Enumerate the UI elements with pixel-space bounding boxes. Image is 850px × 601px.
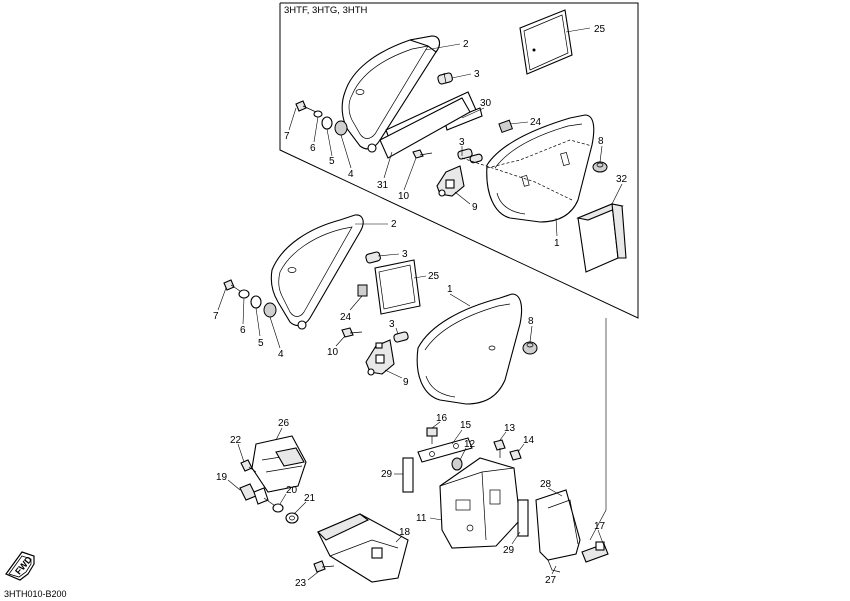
callout-15: 15 — [460, 420, 472, 431]
callout-11: 11 — [416, 513, 427, 524]
part-26-tool-bag — [251, 435, 307, 493]
hardware-stack-inset — [295, 100, 348, 136]
callout-22: 22 — [230, 435, 242, 446]
part-9-latch — [365, 339, 395, 376]
part-17-clip — [581, 541, 609, 563]
callout-29-b: 29 — [503, 545, 515, 556]
callout-5-inset: 5 — [329, 156, 335, 167]
callout-17: 17 — [594, 521, 606, 532]
callout-18: 18 — [399, 527, 411, 538]
part-10-bolt-inset — [412, 149, 433, 159]
callout-9: 9 — [403, 377, 409, 388]
leader-lines — [217, 27, 623, 581]
callout-10-inset: 10 — [398, 191, 410, 202]
callout-16: 16 — [436, 413, 448, 424]
hardware-stack — [223, 279, 277, 318]
part-2-side-cover-inset — [341, 35, 441, 153]
callout-1: 1 — [447, 284, 453, 295]
part-25-plate — [374, 259, 421, 315]
callout-2-inset: 2 — [463, 39, 469, 50]
part-22-bolt — [240, 459, 257, 473]
callout-24: 24 — [340, 312, 352, 323]
callout-25: 25 — [428, 271, 440, 282]
part-9-latch-inset — [436, 165, 465, 197]
callout-3-b: 3 — [389, 319, 395, 330]
part-29-plate-a — [402, 457, 414, 493]
part-8-grommet — [522, 341, 538, 355]
callout-24-inset: 24 — [530, 117, 542, 128]
callout-25-inset: 25 — [594, 24, 606, 35]
callout-7-inset: 7 — [284, 131, 290, 142]
part-8-grommet-inset — [592, 161, 608, 173]
inset-header: 3HTF, 3HTG, 3HTH — [284, 5, 368, 16]
figure-code: 3HTH010-B200 — [4, 589, 67, 599]
part-27-plate — [547, 559, 561, 573]
connector-line — [589, 318, 607, 541]
part-3-grommet-b — [393, 331, 409, 343]
callout-23: 23 — [295, 578, 307, 589]
part-14-nut — [509, 449, 522, 461]
callout-5: 5 — [258, 338, 264, 349]
part-2-side-cover — [270, 214, 364, 330]
callout-12: 12 — [464, 439, 476, 450]
callout-1-inset: 1 — [554, 238, 560, 249]
callout-30: 30 — [480, 98, 492, 109]
callout-26: 26 — [278, 418, 290, 429]
part-13-bolt — [493, 439, 506, 458]
callout-3-inset-b: 3 — [459, 137, 465, 148]
callout-4-inset: 4 — [348, 169, 354, 180]
callout-19: 19 — [216, 472, 228, 483]
callout-31: 31 — [377, 180, 389, 191]
part-1-side-cover-inset — [486, 114, 595, 223]
callout-10: 10 — [327, 347, 339, 358]
callout-3-inset-a: 3 — [474, 69, 480, 80]
part-10-bolt — [341, 327, 363, 338]
part-24-strap — [357, 284, 368, 297]
callout-27: 27 — [545, 575, 557, 586]
part-18-tray — [317, 513, 409, 583]
part-20-washer — [272, 503, 284, 513]
callout-13: 13 — [504, 423, 516, 434]
part-23-bolt — [313, 560, 335, 573]
part-32-box — [576, 203, 627, 273]
part-29-plate-b — [517, 499, 529, 537]
part-21-washer — [285, 512, 299, 524]
part-24-strap-inset — [498, 119, 513, 134]
callout-32: 32 — [616, 174, 628, 185]
part-25-plate-inset — [519, 9, 573, 75]
callout-2: 2 — [391, 219, 397, 230]
callout-21: 21 — [304, 493, 316, 504]
part-16-bolt — [426, 427, 438, 444]
callout-28: 28 — [540, 479, 552, 490]
callout-20: 20 — [286, 485, 298, 496]
part-28-bracket — [535, 489, 581, 561]
callout-3: 3 — [402, 249, 408, 260]
part-1-side-cover — [416, 293, 523, 405]
part-3-grommet-inset-b — [457, 148, 483, 164]
inset-frame — [279, 2, 639, 319]
callout-7: 7 — [213, 311, 219, 322]
callouts: 25 2 3 30 24 7 6 5 4 31 10 3 9 8 32 1 2 … — [213, 24, 628, 589]
callout-29-a: 29 — [381, 469, 393, 480]
callout-6-inset: 6 — [310, 143, 316, 154]
fwd-arrow-icon: FWD — [5, 551, 35, 581]
part-15-bracket — [417, 437, 473, 463]
callout-4: 4 — [278, 349, 284, 360]
part-31-panel — [379, 97, 471, 159]
callout-8-inset: 8 — [598, 136, 604, 147]
part-12-collar — [451, 457, 463, 471]
callout-14: 14 — [523, 435, 535, 446]
part-3-grommet — [365, 251, 381, 264]
part-11-battery-box — [439, 457, 521, 549]
callout-8: 8 — [528, 316, 534, 327]
part-3-grommet-inset-a — [437, 72, 453, 85]
callout-6: 6 — [240, 325, 246, 336]
callout-9-inset: 9 — [472, 202, 478, 213]
